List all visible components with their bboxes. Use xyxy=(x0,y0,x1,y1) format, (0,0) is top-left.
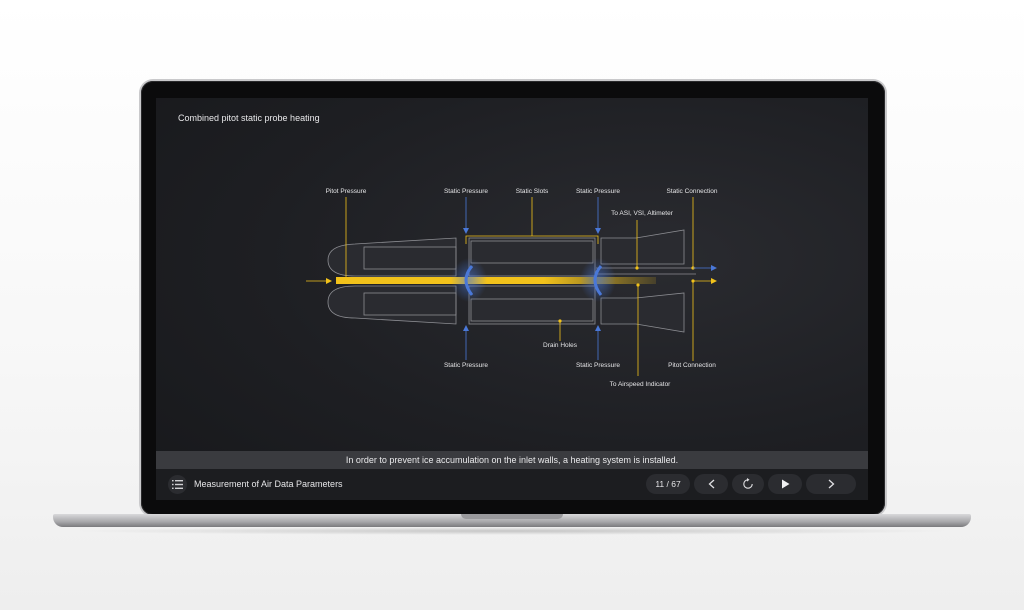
heating-element xyxy=(336,277,656,284)
label-static-pressure-bottom-right: Static Pressure xyxy=(576,362,620,369)
laptop-notch xyxy=(461,514,563,519)
replay-icon xyxy=(743,478,753,489)
player-control-bar: Measurement of Air Data Parameters 11 / … xyxy=(156,469,868,500)
label-to-asi: To ASI, VSI, Altimeter xyxy=(611,210,674,217)
pitot-static-diagram: Pitot Pressure Static Pressure Static Sl… xyxy=(306,188,718,388)
yellow-leaders xyxy=(306,197,711,376)
label-drain-holes: Drain Holes xyxy=(543,342,578,349)
laptop-base xyxy=(53,514,971,527)
label-static-pressure-top-right: Static Pressure xyxy=(576,188,620,195)
label-to-airspeed: To Airspeed Indicator xyxy=(610,381,672,388)
label-static-pressure-top-left: Static Pressure xyxy=(444,188,488,195)
laptop-shadow xyxy=(70,527,954,535)
course-title: Measurement of Air Data Parameters xyxy=(194,479,343,489)
yellow-arrowheads xyxy=(326,266,717,323)
list-icon xyxy=(172,480,183,489)
play-icon xyxy=(781,479,789,489)
blue-arrows xyxy=(463,197,717,360)
label-pitot-pressure: Pitot Pressure xyxy=(326,188,367,195)
label-static-pressure-bottom-left: Static Pressure xyxy=(444,362,488,369)
page-counter: 11 / 67 xyxy=(646,474,690,494)
page-counter-text: 11 / 67 xyxy=(655,479,681,489)
replay-button[interactable] xyxy=(732,474,764,494)
previous-button[interactable] xyxy=(694,474,728,494)
next-button[interactable] xyxy=(806,474,856,494)
static-chamber-glow xyxy=(451,258,616,302)
play-button[interactable] xyxy=(768,474,802,494)
lesson-screen: Combined pitot static probe heating xyxy=(156,98,868,500)
slide-title: Combined pitot static probe heating xyxy=(178,113,320,123)
menu-button[interactable] xyxy=(168,475,187,494)
chevron-left-icon xyxy=(708,479,714,489)
label-static-connection: Static Connection xyxy=(667,188,718,195)
subtitle-text: In order to prevent ice accumulation on … xyxy=(345,455,679,465)
label-pitot-connection: Pitot Connection xyxy=(668,362,716,369)
chevron-right-icon xyxy=(828,479,834,489)
subtitle-bar: In order to prevent ice accumulation on … xyxy=(156,451,868,469)
label-static-slots: Static Slots xyxy=(516,188,549,195)
probe-body xyxy=(327,229,696,333)
